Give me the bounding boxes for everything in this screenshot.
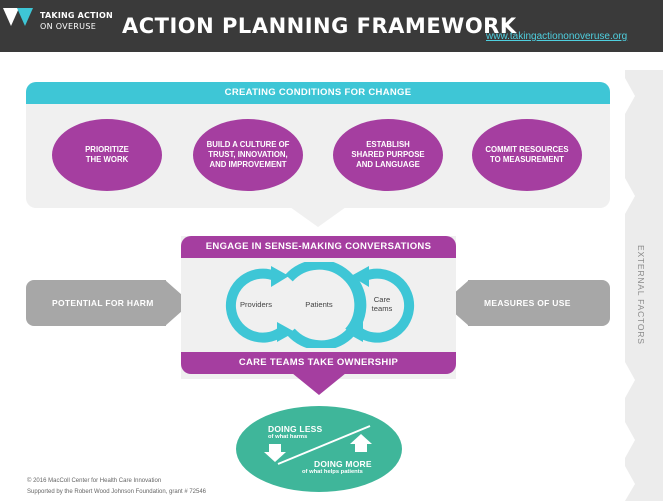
footer-copyright: © 2016 MacColl Center for Health Care In… [27,478,162,484]
condition-line: BUILD A CULTURE OF [206,140,290,150]
engage-heading: ENGAGE IN SENSE-MAKING CONVERSATIONS [181,236,456,258]
header-bar: TAKING ACTION ON OVERUSE ACTION PLANNING… [0,0,663,52]
condition-line: PRIORITIZE [85,145,129,155]
ownership-pointer [292,373,346,395]
right-input-arrow-icon [443,280,469,326]
patients-label: Patients [305,300,333,309]
doing-more-label: DOING MORE [314,459,372,469]
conversation-loops-icon [225,262,415,348]
logo-text-line2: ON OVERUSE [40,22,97,31]
condition-shared-purpose: ESTABLISH SHARED PURPOSE AND LANGUAGE [333,119,443,191]
footer-support: Supported by the Robert Wood Johnson Fou… [27,489,207,495]
logo-text-line1: TAKING ACTION [40,11,113,20]
measures-of-use-box: MEASURES OF USE [468,280,610,326]
conditions-heading: CREATING CONDITIONS FOR CHANGE [26,82,610,104]
logo-triangles-icon [3,8,33,26]
condition-line: SHARED PURPOSE [351,150,425,160]
care-teams-line2: teams [371,304,393,314]
condition-line: AND LANGUAGE [356,159,420,169]
down-arrow-icon [264,444,286,462]
left-input-arrow-icon [165,280,191,326]
condition-build-culture: BUILD A CULTURE OF TRUST, INNOVATION, AN… [193,119,303,191]
condition-line: ESTABLISH [366,140,410,150]
care-teams-line1: Care [373,295,391,304]
outcome-oval [236,406,402,492]
outcome-graphic [264,425,372,465]
doing-less-label: DOING LESS [268,424,323,434]
condition-prioritize: PRIORITIZE THE WORK [52,119,162,191]
website-link[interactable]: www.takingactiononoveruse.org [486,31,628,42]
condition-line: TRUST, INNOVATION, [208,150,288,160]
condition-line: AND IMPROVEMENT [209,159,287,169]
care-teams-label: Care teams [364,295,400,313]
doing-more-sub: of what helps patients [302,469,363,475]
potential-for-harm-box: POTENTIAL FOR HARM [26,280,166,326]
condition-line: THE WORK [85,155,129,164]
conditions-pointer [290,207,346,227]
up-arrow-icon [350,434,372,452]
condition-line: TO MEASUREMENT [490,155,564,164]
doing-less-sub: of what harms [268,434,308,440]
page-title: ACTION PLANNING FRAMEWORK [122,14,517,38]
ownership-heading: CARE TEAMS TAKE OWNERSHIP [181,352,456,374]
condition-line: COMMIT RESOURCES [485,145,569,155]
condition-commit-resources: COMMIT RESOURCES TO MEASUREMENT [472,119,582,191]
external-factors-arrows-icon [625,78,635,501]
external-factors-label: EXTERNAL FACTORS [636,245,646,345]
external-factors-strip [625,70,663,501]
providers-label: Providers [239,300,273,309]
